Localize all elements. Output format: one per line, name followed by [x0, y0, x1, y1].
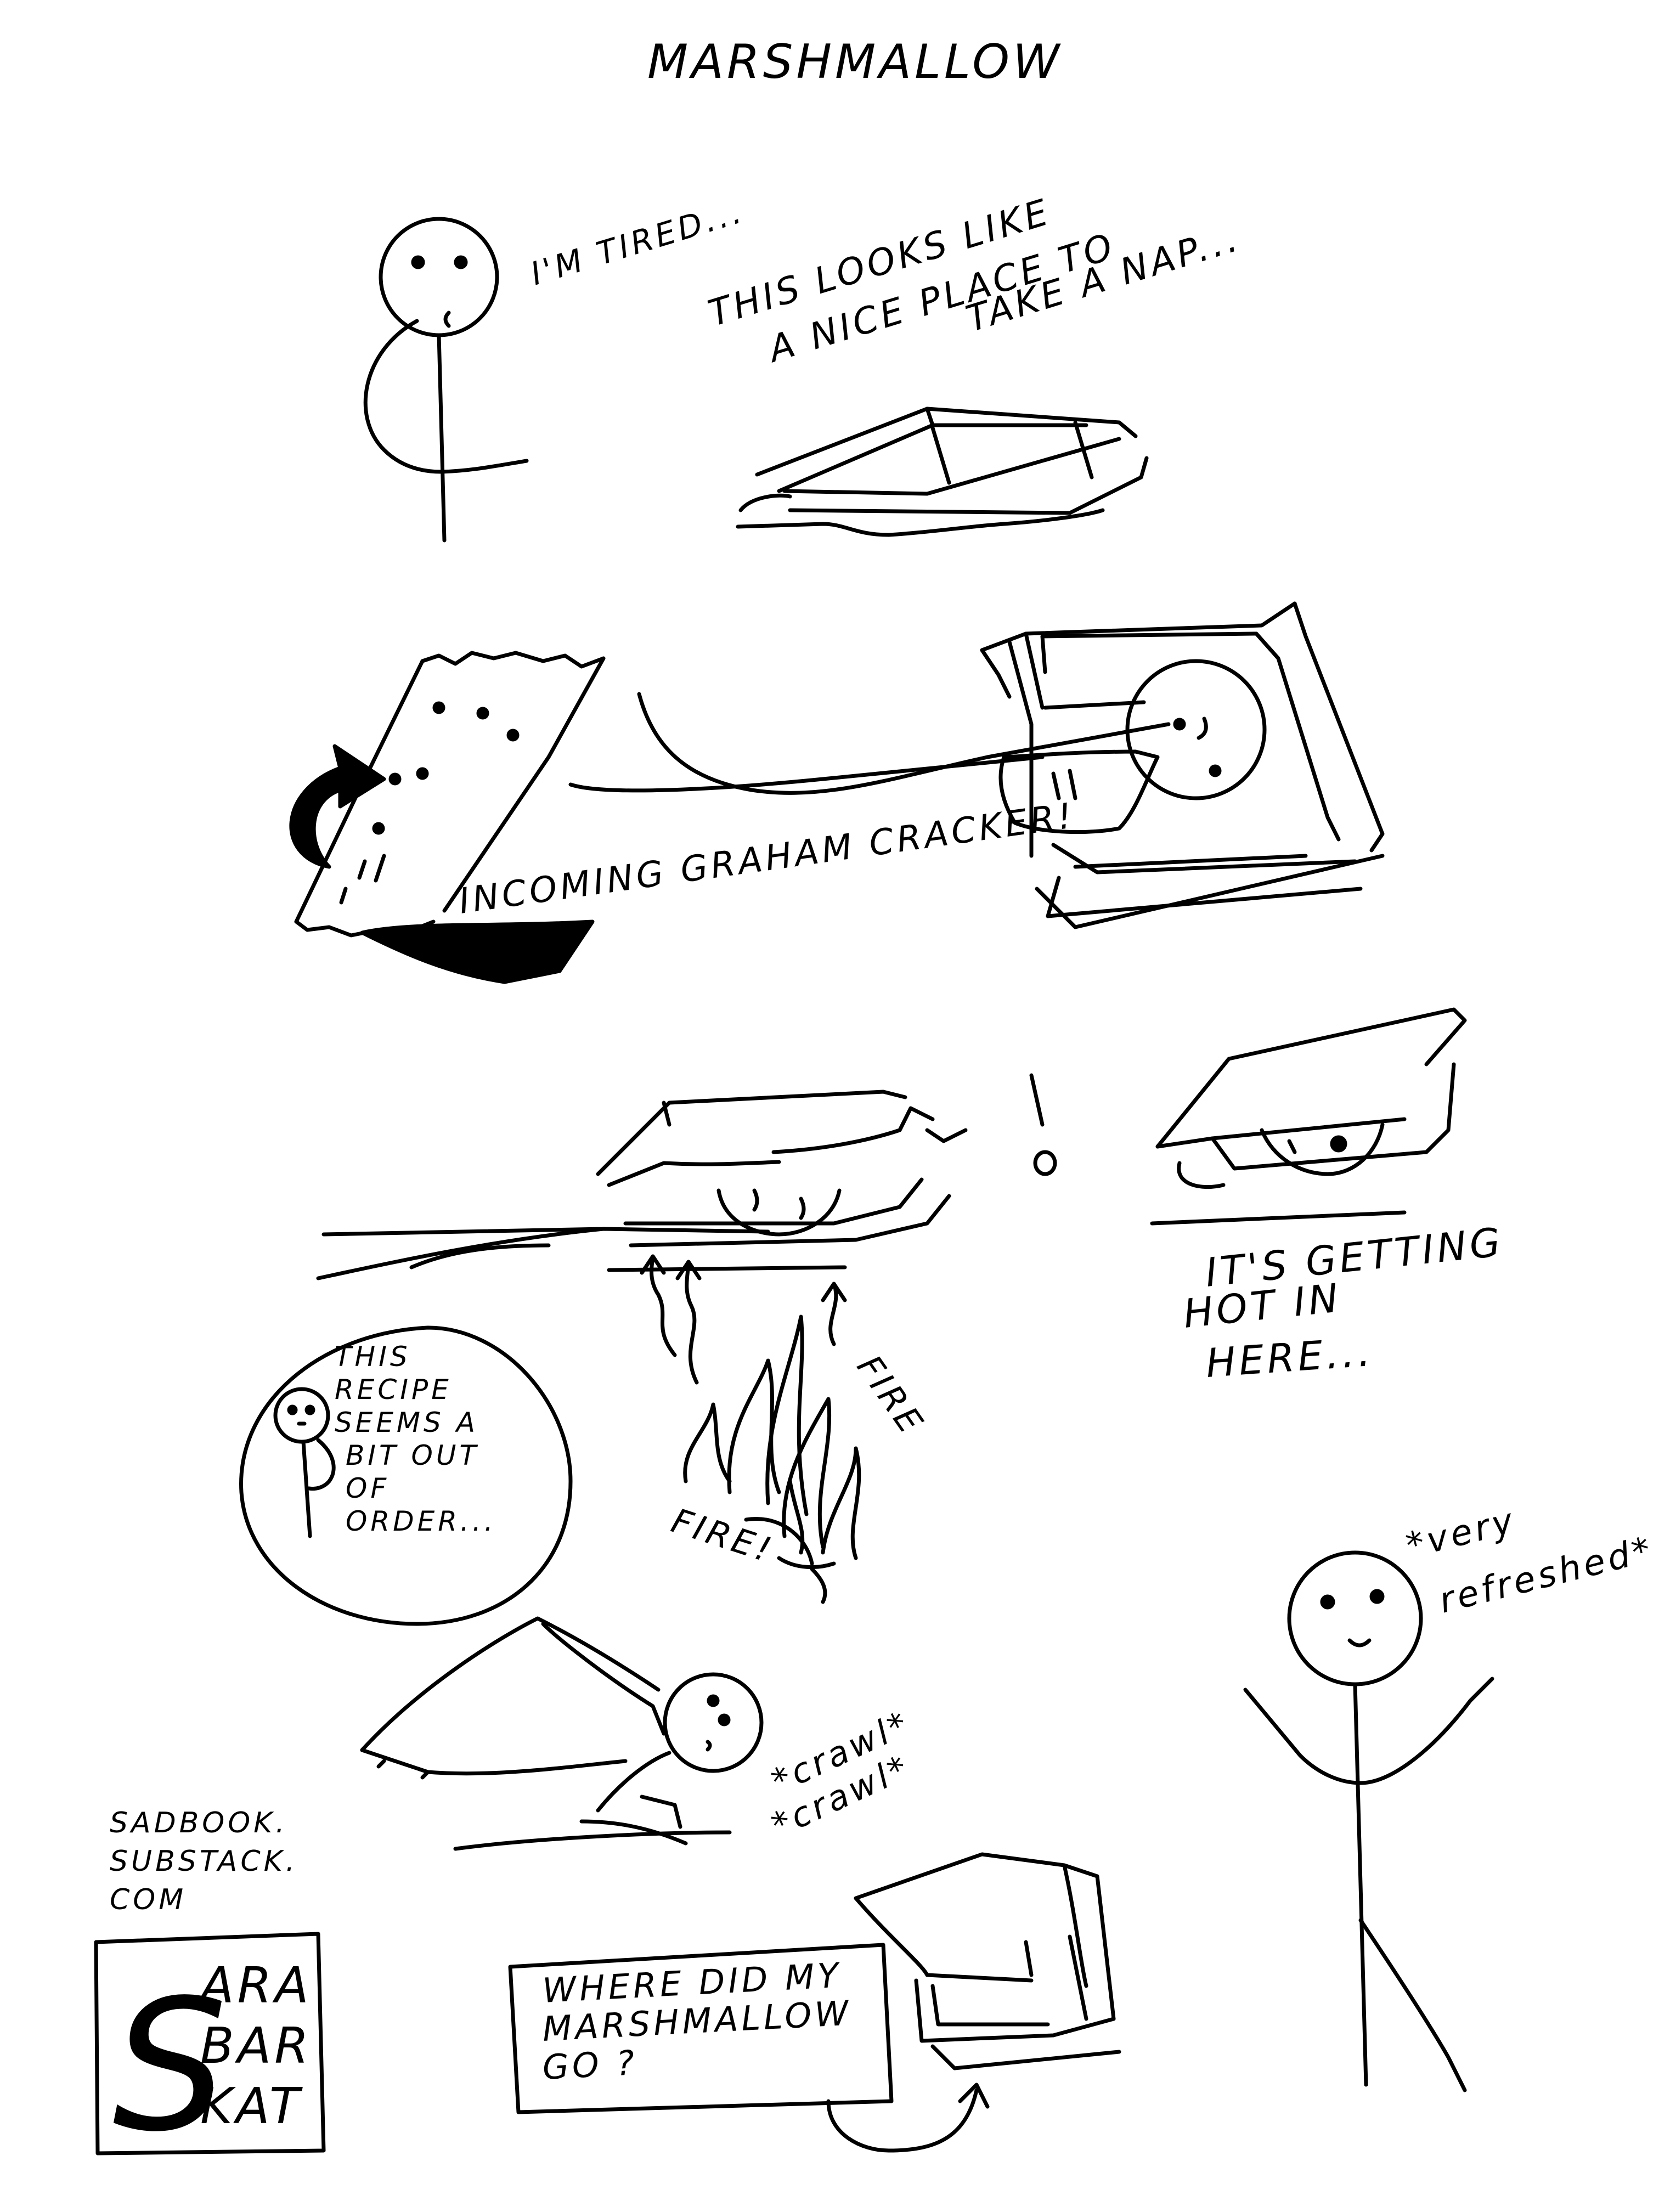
thought-line3: SEEMS A	[335, 1407, 478, 1438]
thought-line1: THIS	[335, 1341, 411, 1373]
empty-smore	[854, 1852, 1121, 2070]
thought-line2: RECIPE	[335, 1374, 452, 1406]
cracker-shadow	[360, 919, 595, 984]
stick-figure-refreshed	[1243, 1550, 1494, 2092]
logo-line1: ARA	[198, 1957, 312, 2015]
thought-bubble	[239, 1325, 573, 1626]
marshmallow-crawling-out	[360, 1616, 764, 1851]
thought-line4: BIT OUT	[346, 1440, 479, 1471]
roasting-stick	[316, 1227, 770, 1280]
speech-hot-line2: HOT IN	[1181, 1274, 1344, 1337]
credit-url-line2: SUBSTACK.	[110, 1845, 298, 1878]
speech-hot-line3: HERE...	[1204, 1329, 1375, 1386]
heat-waves	[640, 1254, 847, 1385]
logo-initial: S	[112, 1961, 230, 2171]
chocolate-bar-on-cracker	[736, 407, 1149, 537]
sign-line3: GO ?	[541, 2042, 639, 2087]
smore-over-fire	[596, 1090, 968, 1272]
roasting-stick-upper	[637, 692, 1171, 795]
credit-url-line3: COM	[110, 1883, 187, 1916]
fire-label-bottom: FIRE!	[667, 1500, 778, 1571]
logo-line3: KAT	[200, 2078, 303, 2135]
thought-line6: ORDER...	[346, 1505, 496, 1537]
fire-flames	[683, 1314, 861, 1604]
sign-board	[508, 1943, 990, 2153]
artist-logo: S ARA BAR KAT	[94, 1932, 326, 2171]
roasting-stick-lower	[568, 755, 1045, 793]
marshmallow-on-chocolate	[980, 601, 1385, 929]
speech-im-tired: I'M TIRED...	[526, 193, 748, 293]
fire-label-right: FIRE	[849, 1348, 933, 1443]
thought-line5: OF	[346, 1472, 390, 1504]
stick-figure-tired	[363, 217, 529, 543]
refreshed-line1: *very	[1402, 1500, 1520, 1567]
credit-url-line1: SADBOOK.	[110, 1807, 288, 1839]
logo-line2: BAR	[200, 2017, 312, 2075]
caption-incoming-graham-cracker: INCOMING GRAHAM CRACKER!	[456, 795, 1077, 922]
flip-arrow-icon	[289, 744, 386, 869]
comic-title: MARSHMALLOW	[647, 35, 1063, 89]
smore-closeup-peeking	[1150, 1007, 1467, 1226]
exclamation-mark	[1029, 1073, 1057, 1176]
